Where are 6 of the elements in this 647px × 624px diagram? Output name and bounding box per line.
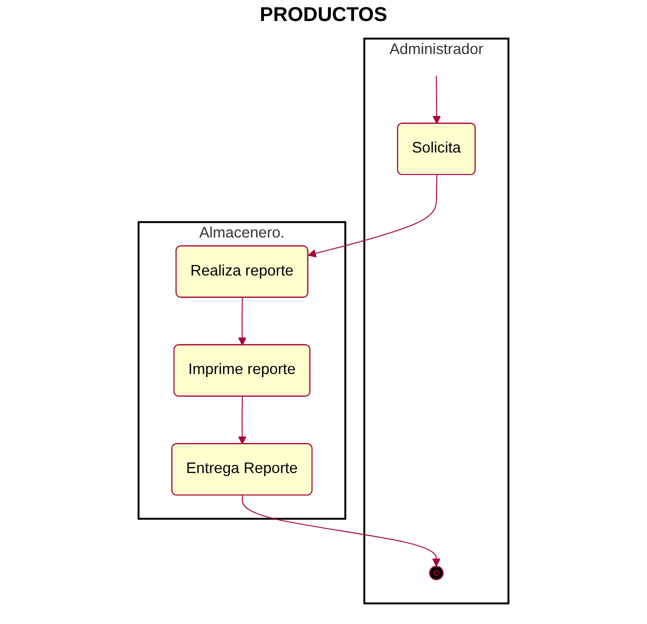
arrow <box>308 174 438 258</box>
arrow <box>242 495 441 567</box>
arrow <box>432 75 441 124</box>
arrow <box>238 297 246 346</box>
diagram-title: PRODUCTOS <box>258 4 388 27</box>
arrow <box>238 396 246 444</box>
